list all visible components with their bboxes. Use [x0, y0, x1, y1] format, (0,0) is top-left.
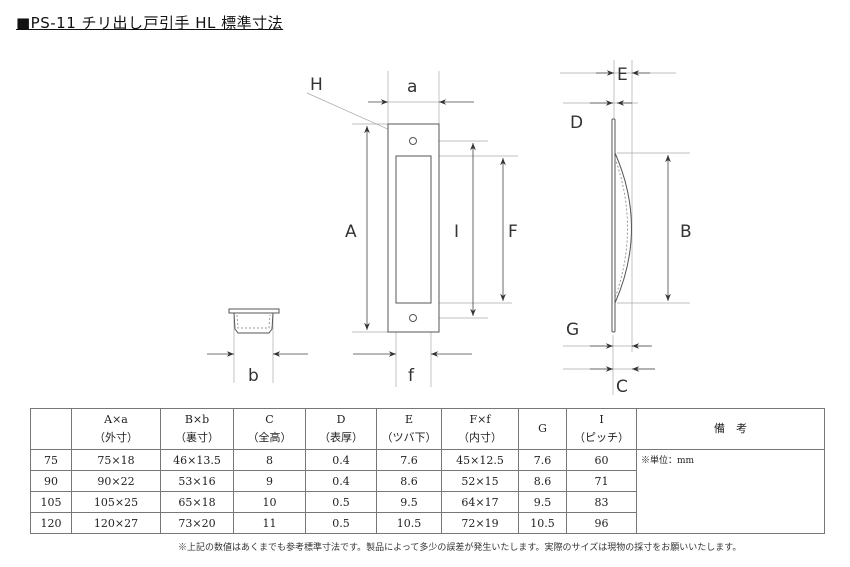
table-cell: 96 [566, 512, 637, 534]
header-cell: B×b（裏寸） [160, 408, 234, 450]
label-b: b [248, 366, 259, 386]
table-cell: 9.5 [376, 491, 442, 513]
table-cell: 46×13.5 [160, 449, 234, 471]
header-cell: G [518, 408, 567, 450]
table-cell: 45×12.5 [441, 449, 519, 471]
table-cell: 10.5 [376, 512, 442, 534]
table-cell: 8.6 [376, 470, 442, 492]
table-cell: 83 [566, 491, 637, 513]
handle-top-profile [228, 308, 280, 334]
table-cell: 71 [566, 470, 637, 492]
label-f: f [408, 366, 415, 386]
label-A: A [345, 222, 357, 242]
handle-front-view [387, 123, 440, 333]
table-cell: 10.5 [518, 512, 567, 534]
label-D: D [570, 113, 583, 133]
table-cell: 7.6 [376, 449, 442, 471]
table-cell: 64×17 [441, 491, 519, 513]
label-I: I [454, 222, 459, 242]
table-cell: 11 [233, 512, 306, 534]
header-cell: C（全高） [233, 408, 306, 450]
dimension-table: A×a（外寸） B×b（裏寸） C（全高） D（表厚） E（ツバ下） F×f（内… [30, 408, 825, 534]
dimension-drawing: H a A I F f b E D B G C [207, 60, 692, 397]
table-cell: 9.5 [518, 491, 567, 513]
table-cell: 8.6 [518, 470, 567, 492]
label-F: F [508, 222, 518, 242]
table-cell: 72×19 [441, 512, 519, 534]
table-cell: 53×16 [160, 470, 234, 492]
header-cell: E（ツバ下） [376, 408, 442, 450]
header-cell: A×a（外寸） [71, 408, 161, 450]
table-cell: 90×22 [71, 470, 161, 492]
table-cell: 120 [30, 512, 72, 534]
table-cell: 105 [30, 491, 72, 513]
page-title: ■PS-11 チリ出し戸引手 HL 標準寸法 [16, 14, 284, 32]
label-a: a [407, 77, 417, 97]
table-cell: 8 [233, 449, 306, 471]
remarks-cell: ※単位：mm [636, 449, 825, 534]
label-H: H [310, 75, 323, 95]
label-B: B [680, 222, 692, 242]
table-cell: 7.6 [518, 449, 567, 471]
header-cell: F×f（内寸） [441, 408, 519, 450]
label-E: E [617, 65, 628, 85]
header-cell: 備 考 [636, 408, 825, 450]
table-cell: 65×18 [160, 491, 234, 513]
table-cell: 105×25 [71, 491, 161, 513]
footnote: ※上記の数値はあくまでも参考標準寸法です。製品によって多少の誤差が発生いたします… [178, 543, 742, 553]
handle-side-view [611, 118, 632, 333]
header-cell: I（ピッチ） [566, 408, 637, 450]
table-cell: 0.4 [305, 449, 377, 471]
table-cell: 73×20 [160, 512, 234, 534]
header-cell [30, 408, 72, 450]
table-cell: 75×18 [71, 449, 161, 471]
table-cell: 75 [30, 449, 72, 471]
table-cell: 52×15 [441, 470, 519, 492]
label-C: C [616, 377, 628, 397]
table-cell: 10 [233, 491, 306, 513]
table-cell: 90 [30, 470, 72, 492]
label-G: G [566, 320, 579, 340]
table-cell: 9 [233, 470, 306, 492]
table-cell: 0.5 [305, 512, 377, 534]
table-cell: 0.5 [305, 491, 377, 513]
table-cell: 120×27 [71, 512, 161, 534]
table-cell: 60 [566, 449, 637, 471]
table-cell: 0.4 [305, 470, 377, 492]
header-cell: D（表厚） [305, 408, 377, 450]
